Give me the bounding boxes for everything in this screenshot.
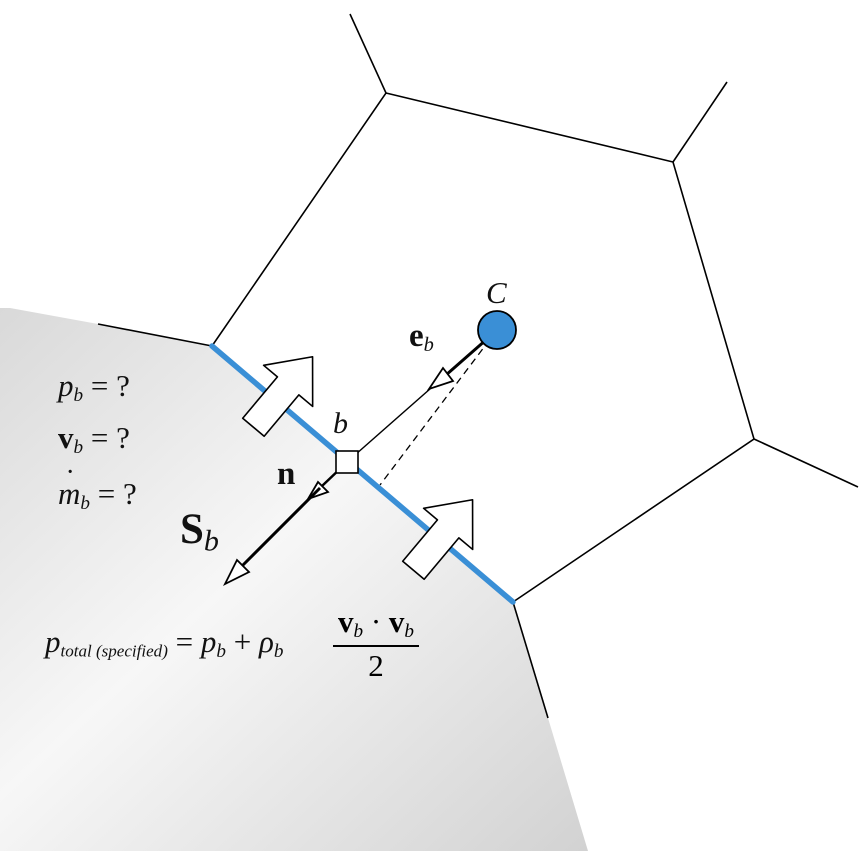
- unit-vector-e-label: eb: [409, 318, 434, 357]
- cell-edges: [97, 13, 859, 719]
- kinetic-energy-fraction: vb · vb 2: [331, 606, 421, 681]
- boundary-region: [0, 308, 588, 851]
- dashed-projection-line: [379, 329, 498, 486]
- centroid-label: C: [486, 275, 507, 310]
- surface-vector-s-label: Sb: [180, 506, 219, 558]
- unknown-velocity: vb = ?: [58, 420, 130, 458]
- face-point-marker: [335, 450, 359, 474]
- inflow-arrow-lower: [401, 498, 474, 581]
- surface-vector-s-arrow: [222, 486, 322, 587]
- boundary-face: [209, 343, 516, 605]
- fraction-bar: [333, 645, 419, 647]
- cell-centroid: [477, 310, 517, 350]
- unknown-mass-flow: m ˙ b = ?: [58, 462, 137, 514]
- unknown-pressure: pb = ?: [58, 368, 130, 406]
- unit-vector-e-arrow: [426, 337, 488, 391]
- normal-n-label: n: [277, 456, 296, 492]
- inflow-arrow-upper: [241, 355, 314, 438]
- face-point-label: b: [333, 407, 348, 440]
- total-pressure-equation: ptotal (specified) = pb + ρb: [45, 624, 284, 662]
